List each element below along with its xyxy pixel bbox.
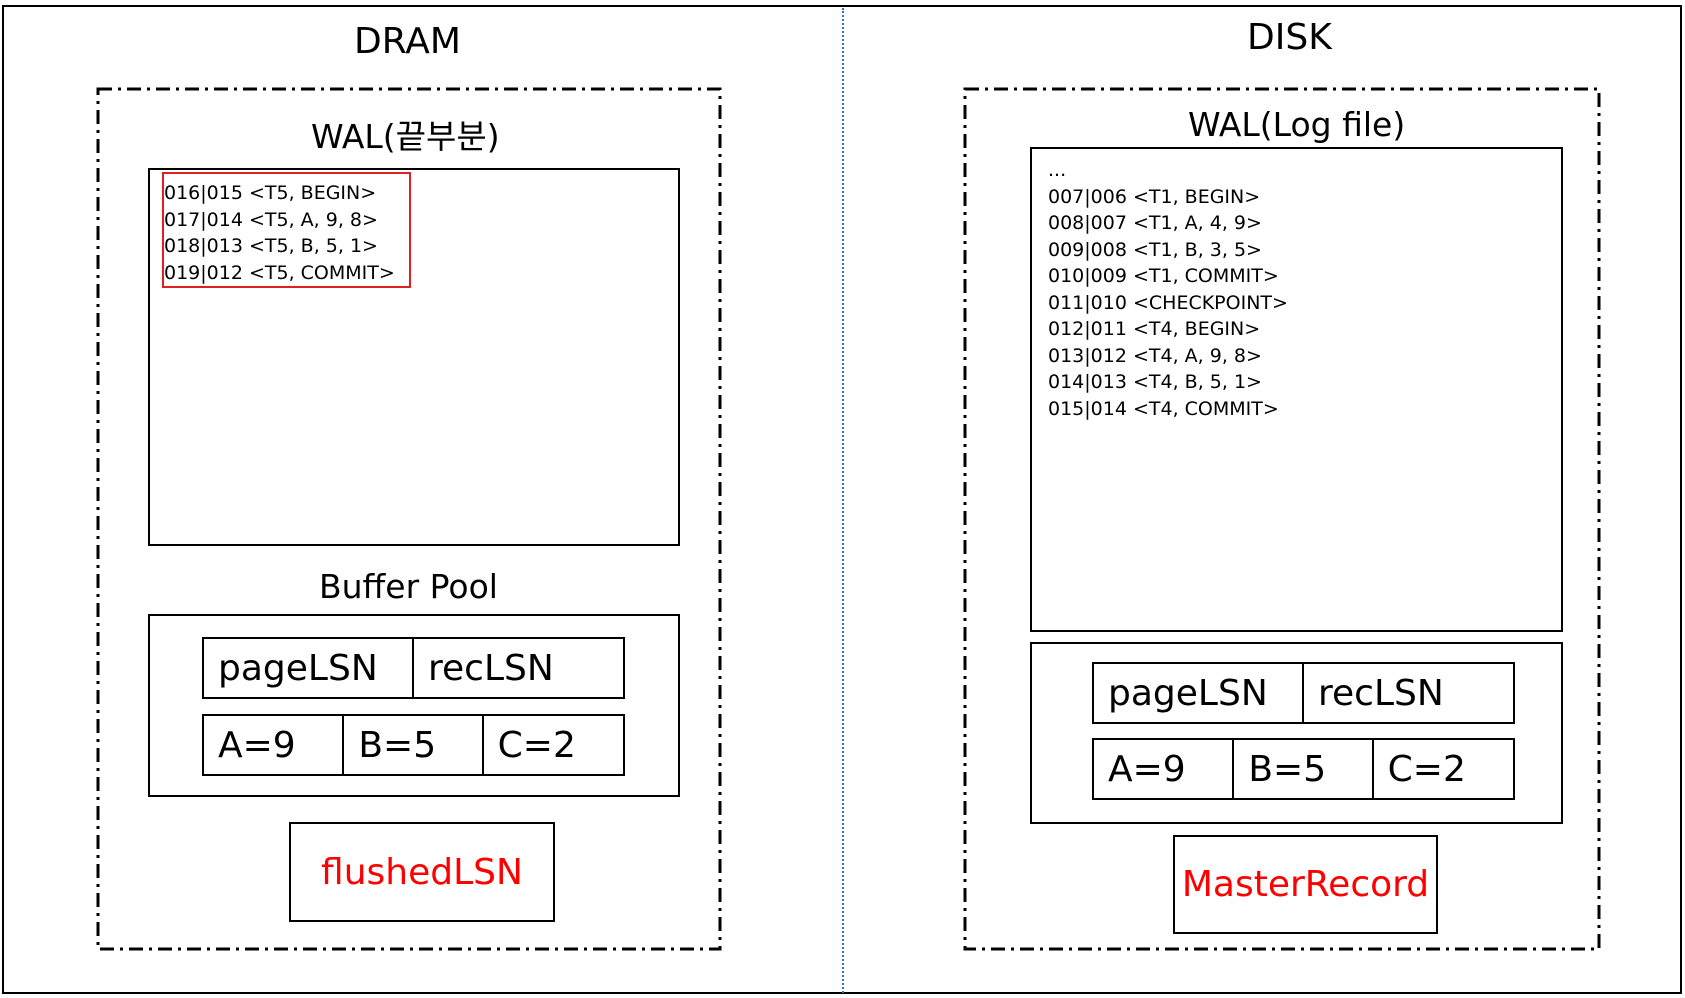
disk-value-row: A=9 B=5 C=2 (1092, 738, 1515, 800)
dram-region (96, 87, 722, 951)
diagram-frame (2, 5, 1682, 994)
disk-wal-log-line: 009|008 <T1, B, 3, 5> (1048, 238, 1262, 261)
dram-wal-log-line: 016|015 <T5, BEGIN> (164, 182, 377, 204)
dram-lsn-row: pageLSN recLSN (202, 637, 625, 699)
disk-wal-log-line: 011|010 <CHECKPOINT> (1048, 291, 1288, 314)
buffer-pool-box (148, 614, 680, 797)
dram-value-b: B=5 (344, 716, 484, 774)
dram-wal-log: 016|015 <T5, BEGIN> 017|014 <T5, A, 9, 8>… (164, 180, 395, 286)
disk-title: DISK (1247, 17, 1332, 58)
dram-wal-log-line: 017|014 <T5, A, 9, 8> (164, 208, 378, 231)
disk-pagelsn-cell: pageLSN (1094, 664, 1304, 722)
disk-value-b: B=5 (1234, 740, 1374, 798)
disk-wal-log-line: 008|007 <T1, A, 4, 9> (1048, 212, 1262, 234)
dram-wal-box: 016|015 <T5, BEGIN> 017|014 <T5, A, 9, 8>… (148, 168, 680, 546)
disk-value-a: A=9 (1094, 740, 1235, 798)
disk-wal-log-line: 014|013 <T4, B, 5, 1> (1048, 371, 1262, 393)
disk-wal-log-line: 010|009 <T1, COMMIT> (1048, 265, 1279, 287)
dram-value-c: C=2 (497, 724, 576, 766)
flushed-lsn-box: flushedLSN (289, 822, 555, 922)
dram-pagelsn-cell: pageLSN (204, 639, 414, 697)
disk-region (963, 87, 1601, 951)
dram-wal-highlight (162, 172, 411, 288)
dram-title: DRAM (354, 21, 461, 62)
disk-page-box (1030, 642, 1563, 824)
dram-wal-log-line: 018|013 <T5, B, 5, 1> (164, 235, 378, 257)
disk-wal-box: ... 007|006 <T1, BEGIN> 008|007 <T1, A, 4,… (1030, 147, 1563, 632)
disk-lsn-row: pageLSN recLSN (1092, 662, 1515, 724)
dram-wal-log-line: 019|012 <T5, COMMIT> (164, 261, 395, 284)
disk-wal-log-line: 013|012 <T4, A, 9, 8> (1048, 344, 1262, 367)
buffer-pool-title: Buffer Pool (319, 567, 498, 606)
disk-wal-log-line: ... (1048, 159, 1067, 181)
disk-wal-log-line: 007|006 <T1, BEGIN> (1048, 185, 1261, 208)
disk-value-c: C=2 (1387, 748, 1466, 790)
disk-wal-log-line: 012|011 <T4, BEGIN> (1048, 318, 1261, 340)
disk-wal-title: WAL(Log file) (1188, 105, 1406, 144)
dram-value-row: A=9 B=5 C=2 (202, 714, 625, 776)
dram-reclsn-cell: recLSN (428, 647, 554, 689)
dram-wal-title: WAL(끝부분) (311, 117, 500, 156)
dram-disk-divider (842, 8, 844, 993)
dram-value-a: A=9 (204, 716, 345, 774)
master-record-box: MasterRecord (1173, 835, 1438, 934)
disk-wal-log-line: 015|014 <T4, COMMIT> (1048, 397, 1279, 420)
disk-wal-log: ... 007|006 <T1, BEGIN> 008|007 <T1, A, 4,… (1048, 157, 1288, 422)
disk-reclsn-cell: recLSN (1318, 672, 1444, 714)
